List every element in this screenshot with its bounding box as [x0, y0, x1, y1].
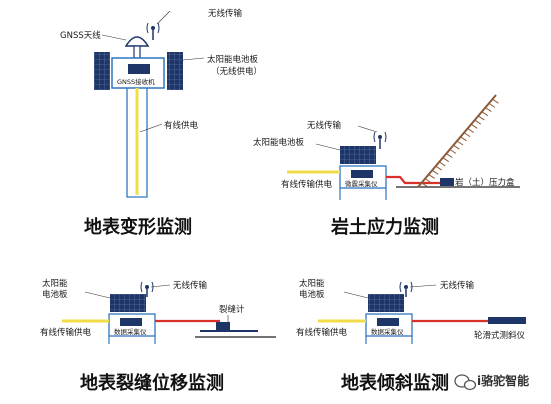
label-solar-panel: 太阳能电池板: [253, 137, 305, 148]
wireless-antenna-icon: [373, 131, 387, 149]
collector-unit: [377, 318, 399, 326]
slope-hatch-mark: [485, 107, 492, 112]
label-solar-line1: 太阳能: [42, 278, 68, 289]
slope-hatch-mark: [421, 182, 428, 188]
label-wired: 有线传输供电: [296, 327, 348, 338]
label-wireless: 无线传输: [173, 280, 208, 291]
caption-soil-stress: 岩土应力监测: [330, 216, 439, 238]
slope-hatch-mark: [481, 111, 489, 117]
slope-hatch-mark: [453, 144, 460, 150]
label-pressure-cell: 岩（土）压力盒: [455, 177, 515, 188]
label-collector: 数据采集仪: [371, 327, 404, 336]
wechat-icon: [454, 374, 477, 391]
label-solar-panel: 太阳能电池板: [207, 54, 259, 65]
panel-surface-deformation: 无线传输 GNSS天线 太阳能电池板 （无线供电） GNSS接收机 有线供电 地…: [60, 8, 262, 238]
panel-soil-stress: 无线传输 太阳能电池板 微震采集仪 有线传输供电 岩（土）压力盒 岩土应力监测: [253, 94, 520, 238]
slope-hatch-mark: [474, 119, 482, 125]
label-solar-line1: 太阳能: [299, 278, 325, 289]
slope-hatch-mark: [435, 165, 443, 171]
slope-hatch-mark: [431, 169, 439, 175]
label-wireless: 无线传输: [307, 120, 342, 131]
label-gnss-receiver: GNSS接收机: [117, 77, 155, 86]
crack-meter: [216, 322, 230, 330]
solar-panel: [110, 294, 146, 312]
solar-panel-right: [167, 52, 183, 90]
mounting-pole: [126, 88, 148, 198]
tilt-meter: [488, 317, 526, 324]
slope-hatch-mark: [492, 98, 499, 104]
panel-crack-displacement: 无线传输 太阳能 电池板 数据采集仪 有线传输供电 裂缝计 地表裂缝位移监测: [40, 278, 276, 394]
solar-panel: [340, 146, 376, 164]
wireless-antenna-icon: [146, 22, 160, 40]
collector-unit: [120, 318, 142, 326]
slope-hatch-mark: [470, 123, 478, 129]
label-solar-line2: 电池板: [42, 289, 68, 300]
slope-hatch-mark: [442, 157, 450, 163]
label-collector: 数据采集仪: [114, 327, 147, 336]
slope-hatch-mark: [449, 148, 457, 154]
slope-hatch-mark: [456, 140, 464, 146]
label-wired: 有线传输供电: [281, 179, 333, 190]
slope-hatch-mark: [467, 128, 474, 133]
slope-hatch-mark: [477, 115, 485, 121]
solar-panel-left: [94, 52, 110, 90]
caption-crack-displacement: 地表裂缝位移监测: [80, 372, 224, 394]
watermark: i骆驼智能: [454, 373, 529, 391]
slope-hatch-mark: [428, 174, 435, 179]
label-crack-meter: 裂缝计: [219, 304, 245, 315]
receiver-unit: [128, 64, 150, 74]
slope-hatch-mark: [463, 132, 471, 138]
label-wired-power: 有线供电: [164, 120, 199, 131]
label-wired: 有线传输供电: [40, 327, 92, 338]
caption-surface-tilt: 地表倾斜监测: [341, 372, 449, 394]
label-wireless: 无线传输: [440, 280, 475, 291]
slope-hatch-mark: [446, 153, 453, 158]
gnss-antenna-icon: [124, 36, 150, 59]
caption-surface-deformation: 地表变形监测: [84, 216, 192, 238]
label-gnss-antenna: GNSS天线: [60, 30, 101, 41]
slope-hatch-mark: [460, 136, 467, 142]
pressure-cell: [440, 178, 454, 186]
label-tilt-meter: 轮滑式测斜仪: [474, 330, 526, 341]
label-wireless: 无线传输: [208, 8, 243, 19]
collector-unit: [351, 170, 373, 178]
watermark-text: i骆驼智能: [477, 373, 529, 388]
slope-hatch-mark: [488, 102, 496, 108]
sensor-cable: [386, 175, 440, 185]
slope-hatch-mark: [424, 178, 432, 184]
label-solar-line2: 电池板: [299, 289, 325, 300]
slope-hatch-mark: [438, 161, 446, 167]
slope-hatching: [421, 98, 499, 188]
label-collector: 微震采集仪: [345, 179, 378, 188]
label-solar-note: （无线供电）: [211, 66, 262, 77]
solar-panel: [368, 294, 404, 312]
panel-surface-tilt: 无线传输 太阳能 电池板 数据采集仪 有线传输供电 轮滑式测斜仪 地表倾斜监测: [296, 278, 526, 394]
